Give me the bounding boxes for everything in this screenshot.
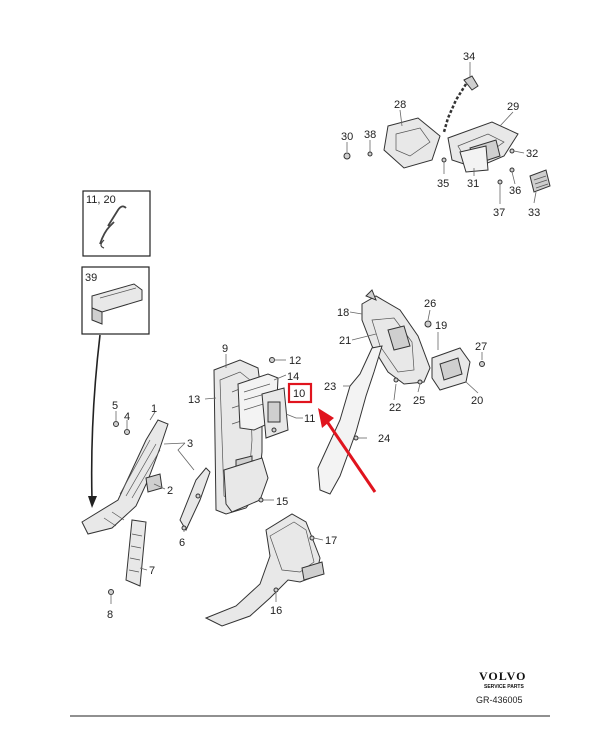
callout-3: 3 [187, 438, 193, 450]
a-pillar-group [81, 411, 211, 604]
part-34-clip [463, 75, 479, 91]
part-7-trim [125, 519, 147, 587]
callout-31: 31 [467, 178, 479, 190]
highlight-box [287, 382, 313, 404]
inset-clip [82, 190, 151, 257]
callout-1: 1 [151, 403, 157, 415]
callout-24: 24 [378, 433, 390, 445]
b-pillar-group [204, 354, 325, 627]
callout-32: 32 [526, 148, 538, 160]
callout-23: 23 [324, 381, 336, 393]
callout-7: 7 [149, 565, 155, 577]
part-36-clip [509, 167, 515, 173]
inset-pointer-head [88, 496, 97, 508]
part-1-trim [81, 419, 169, 535]
inset-bracket [81, 266, 150, 335]
callout-38: 38 [364, 129, 376, 141]
callout-22: 22 [389, 402, 401, 414]
highlight-arrow-head [318, 408, 334, 428]
part-12-screw [269, 357, 275, 363]
callout-4: 4 [124, 411, 130, 423]
callout-35: 35 [437, 178, 449, 190]
upper-trim-assembly [343, 62, 551, 204]
callout-14: 14 [287, 371, 299, 383]
part-31-bracket [459, 145, 489, 173]
callout-34: 34 [463, 51, 475, 63]
highlight-arrow-line [324, 419, 377, 493]
part-32-screw [509, 148, 515, 154]
part-27-screw [479, 361, 485, 367]
callout-16: 16 [270, 605, 282, 617]
callout-19: 19 [435, 320, 447, 332]
inset-pointer-line [90, 334, 101, 501]
callout-18: 18 [337, 307, 349, 319]
callout-8: 8 [107, 609, 113, 621]
callout-28: 28 [394, 99, 406, 111]
callout-10: 10 [293, 388, 305, 400]
brand-block: VOLVO SERVICE PARTS GR-436005 [70, 669, 550, 717]
callout-29: 29 [507, 101, 519, 113]
callout-26: 26 [424, 298, 436, 310]
part-34-strap [442, 83, 468, 133]
callout-20: 20 [471, 395, 483, 407]
part-5-screw [113, 421, 119, 427]
part-8-clip [108, 589, 114, 595]
part-26-screw [424, 320, 432, 328]
part-6-bracket [179, 467, 211, 532]
diagram-reference: GR-436005 [476, 695, 523, 705]
part-33-grille [529, 169, 551, 193]
part-37-clip [497, 179, 503, 185]
brand-subtitle: SERVICE PARTS [484, 684, 524, 690]
part-38-clip [367, 151, 373, 157]
callout-5: 5 [112, 400, 118, 412]
callout-15: 15 [276, 496, 288, 508]
highlighted-part-callout: 10 [287, 382, 377, 493]
callout-25: 25 [413, 395, 425, 407]
callout-17: 17 [325, 535, 337, 547]
part-4-screw [124, 429, 130, 435]
part-28-panel [383, 117, 441, 169]
inset-bracket-label: 39 [85, 272, 97, 284]
callout-36: 36 [509, 185, 521, 197]
part-16-17-lower-trim [204, 513, 321, 627]
c-pillar-group [317, 289, 485, 495]
callout-33: 33 [528, 207, 540, 219]
callout-6: 6 [179, 537, 185, 549]
callout-30: 30 [341, 131, 353, 143]
callout-11: 11 [304, 413, 315, 425]
callout-labels: 34 28 29 30 38 32 35 31 36 37 33 18 26 2… [85, 51, 540, 621]
callout-12: 12 [289, 355, 301, 367]
inset-clip-label: 11, 20 [86, 194, 116, 206]
callout-13: 13 [188, 394, 200, 406]
callout-27: 27 [475, 341, 487, 353]
brand-logo: VOLVO [479, 669, 526, 683]
callout-9: 9 [222, 343, 228, 355]
callout-21: 21 [339, 335, 351, 347]
callout-37: 37 [493, 207, 505, 219]
callout-2: 2 [167, 485, 173, 497]
part-30-screw [343, 152, 351, 160]
